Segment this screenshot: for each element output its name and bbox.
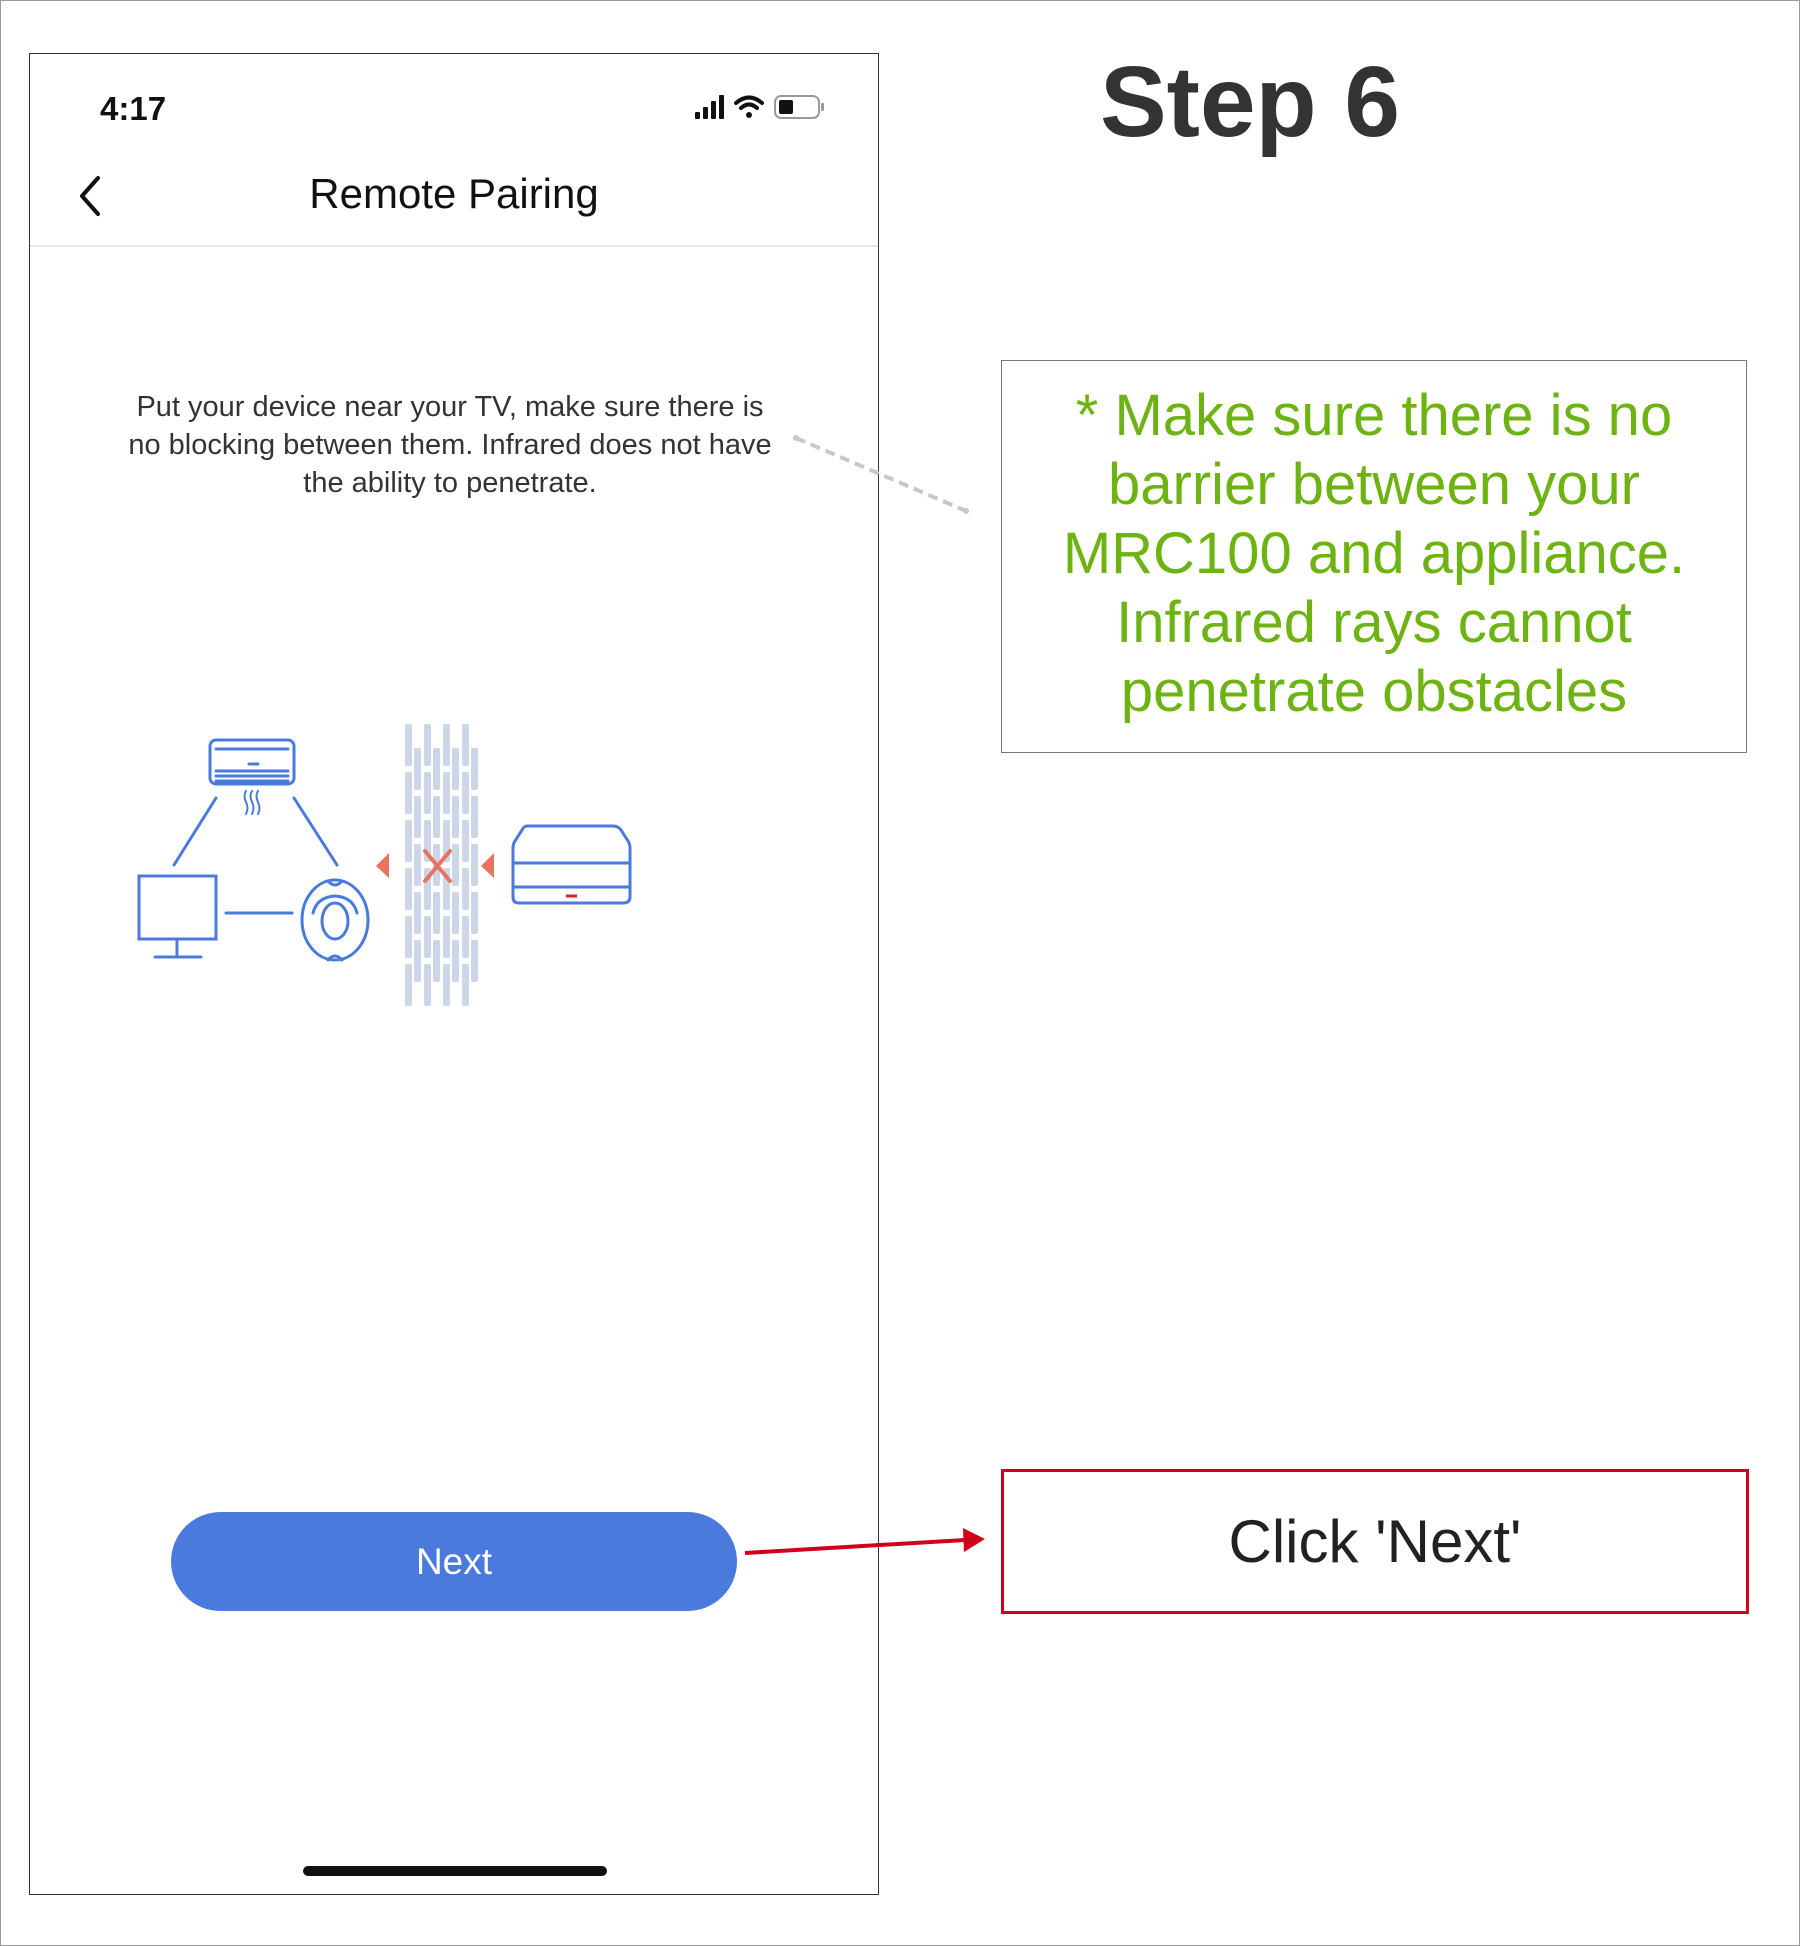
note-box: * Make sure there is no barrier between … (1001, 360, 1747, 753)
phone-screen: 4:17 Remote Pairing Put your device near… (29, 53, 879, 1895)
wall-brick (452, 892, 459, 934)
chevron-left-icon[interactable] (70, 172, 110, 220)
note-connector-line (795, 436, 967, 513)
ir-arrow-icon (376, 853, 389, 878)
wall-brick (424, 724, 431, 766)
wall-brick (452, 844, 459, 886)
wall-brick (462, 868, 469, 910)
air-conditioner-icon (208, 738, 296, 815)
wall-brick (462, 820, 469, 862)
instruction-text: Put your device near your TV, make sure … (128, 391, 772, 499)
blocked-x-icon (423, 849, 452, 883)
signal-icon (695, 95, 724, 119)
wall-brick (405, 916, 412, 958)
wall-brick (443, 964, 450, 1006)
wall-brick (405, 868, 412, 910)
wall-brick (424, 964, 431, 1006)
ir-arrow-icon (481, 853, 494, 878)
status-time: 4:17 (100, 90, 167, 127)
wall-brick (443, 724, 450, 766)
wall-brick (414, 748, 421, 790)
wall-brick (424, 916, 431, 958)
wall-brick (471, 940, 478, 982)
battery-icon (774, 95, 824, 119)
wall-brick (405, 820, 412, 862)
wall-brick (452, 940, 459, 982)
wall-brick (433, 796, 440, 838)
wall-brick (462, 772, 469, 814)
wall-brick (452, 748, 459, 790)
wall-brick (471, 748, 478, 790)
wall-brick (433, 940, 440, 982)
status-icons (695, 95, 824, 119)
wall-brick (443, 916, 450, 958)
wall-icon (405, 724, 478, 1006)
wifi-icon (734, 95, 764, 118)
wall-brick (471, 892, 478, 934)
wall-brick (433, 892, 440, 934)
wall-brick (452, 796, 459, 838)
wall-brick (414, 844, 421, 886)
wall-brick (414, 892, 421, 934)
wall-brick (462, 964, 469, 1006)
wall-brick (414, 940, 421, 982)
wall-brick (405, 964, 412, 1006)
wall-brick (471, 844, 478, 886)
wall-brick (471, 796, 478, 838)
header-divider (30, 245, 878, 247)
wall-brick (405, 772, 412, 814)
wall-brick (424, 772, 431, 814)
wall-brick (414, 796, 421, 838)
tv-icon (137, 874, 218, 959)
callout-arrow (744, 1538, 966, 1555)
wall-brick (462, 916, 469, 958)
page-title: Remote Pairing (309, 170, 599, 217)
robot-vacuum-icon (300, 878, 370, 962)
wall-brick (462, 724, 469, 766)
wall-brick (433, 748, 440, 790)
ir-hub-device-icon (511, 824, 632, 905)
next-button[interactable]: Next (171, 1512, 737, 1611)
wall-brick (443, 772, 450, 814)
home-indicator[interactable] (303, 1866, 607, 1876)
pairing-illustration (137, 724, 632, 1006)
click-instruction-box: Click 'Next' (1001, 1469, 1749, 1614)
step-title: Step 6 (1099, 46, 1401, 158)
wall-brick (405, 724, 412, 766)
